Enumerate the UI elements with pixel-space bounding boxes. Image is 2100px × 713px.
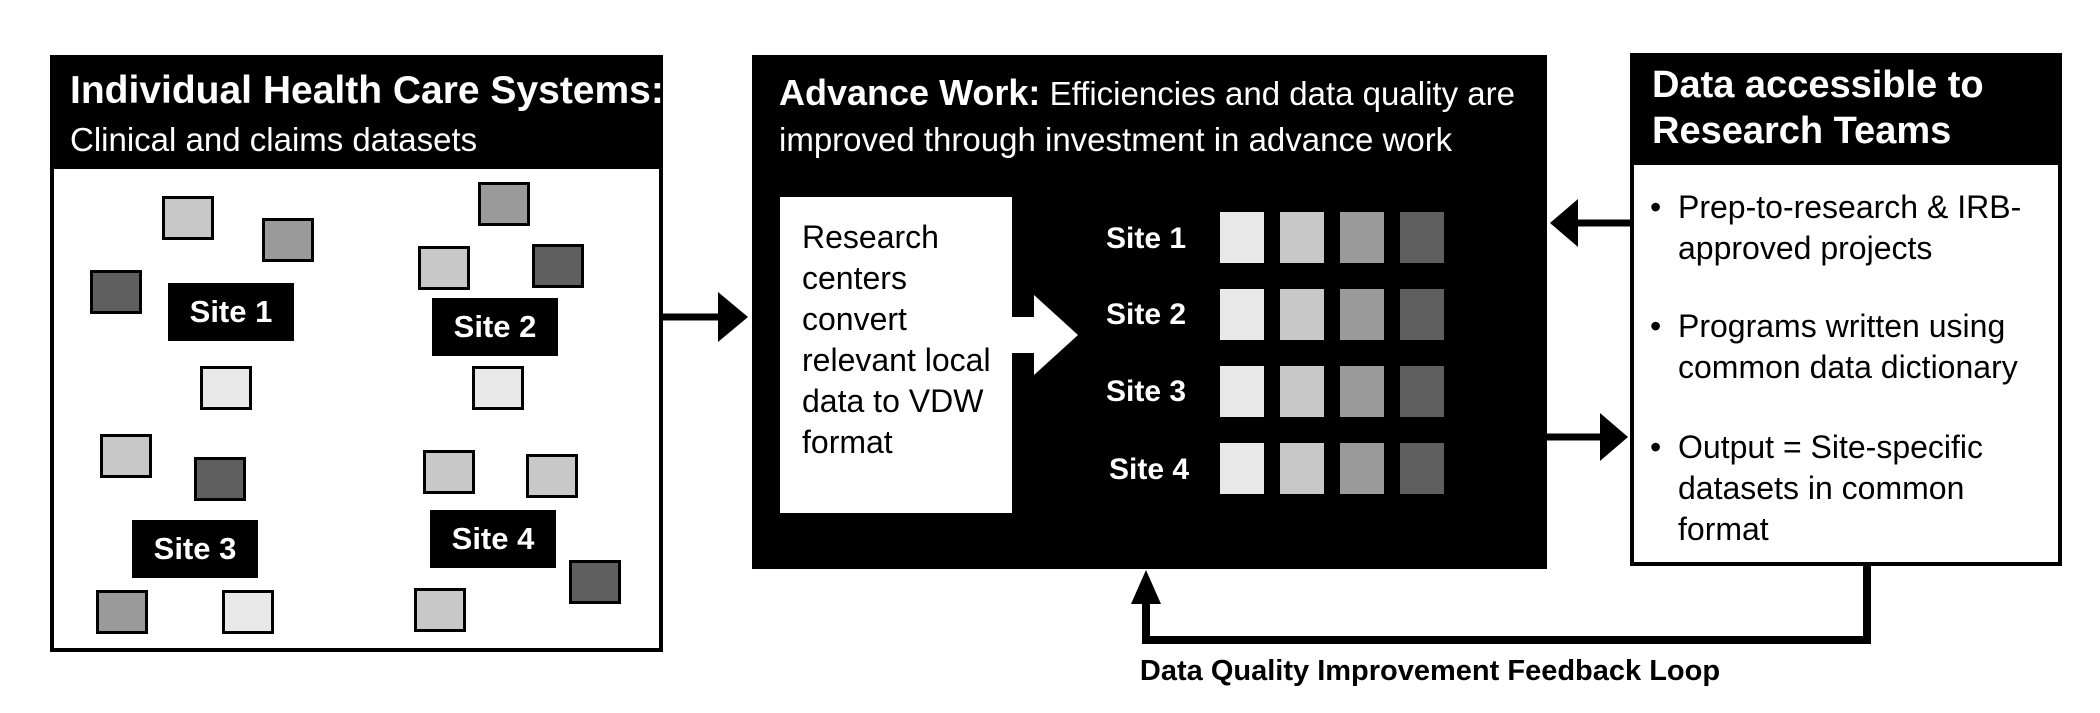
research-teams-title: Data accessible to Research Teams: [1652, 62, 1984, 154]
site-1-label: Site 1: [168, 283, 294, 341]
data-square: [532, 244, 584, 288]
standard-square: [1340, 443, 1384, 494]
research-centers-text: Research centers convert relevant local …: [802, 217, 991, 463]
bullet-line: Output = Site-specific: [1678, 429, 1984, 465]
standard-square: [1340, 366, 1384, 417]
data-square: [414, 588, 466, 632]
data-square: [96, 590, 148, 634]
research-centers-line: centers: [802, 260, 907, 296]
research-centers-box: Research centers convert relevant local …: [780, 197, 1012, 513]
advance-work-subtitle: Efficiencies and data quality are: [1049, 75, 1515, 112]
bullet-line: approved projects: [1678, 230, 1933, 266]
data-square: [100, 434, 152, 478]
data-square: [569, 560, 621, 604]
grid-site-4-label: Site 4: [1109, 453, 1190, 486]
data-square: [423, 450, 475, 494]
standard-square: [1220, 212, 1264, 263]
bullet-dot: •: [1650, 189, 1662, 225]
data-square: [222, 590, 274, 634]
data-square: [90, 270, 142, 314]
bullet-dot: •: [1650, 308, 1662, 344]
standard-square: [1220, 443, 1264, 494]
research-centers-line: data to VDW: [802, 383, 984, 419]
data-square: [526, 454, 578, 498]
data-square: [200, 366, 252, 410]
arrow-from-research-teams: [1550, 199, 1630, 247]
bullet-line: datasets in common: [1678, 470, 1965, 506]
site-3-label: Site 3: [132, 520, 258, 578]
grid-site-1-label: Site 1: [1106, 222, 1187, 255]
research-teams-header: Data accessible to Research Teams: [1630, 53, 2062, 165]
research-centers-line: Research: [802, 219, 939, 255]
standard-square: [1280, 212, 1324, 263]
feedback-loop-arrow: [1131, 566, 1871, 644]
bullet-line: format: [1678, 511, 1769, 547]
standard-square: [1280, 289, 1324, 340]
bullet-dot: •: [1650, 429, 1662, 465]
site-4-label: Site 4: [430, 510, 556, 568]
grid-site-2-label: Site 2: [1106, 298, 1187, 331]
standard-square: [1220, 366, 1264, 417]
data-square: [262, 218, 314, 262]
data-square: [162, 196, 214, 240]
health-systems-subtitle: Clinical and claims datasets: [70, 121, 478, 158]
advance-work-subtitle-line2: improved through investment in advance w…: [779, 121, 1453, 158]
arrow-to-research-teams: [1547, 413, 1628, 461]
grid-site-3-label: Site 3: [1106, 375, 1187, 408]
bullet-line: Prep-to-research & IRB-: [1678, 189, 2022, 225]
advance-work-heading: Advance Work: Efficiencies and data qual…: [779, 70, 1515, 163]
research-centers-line: convert: [802, 301, 907, 337]
research-teams-title-line: Research Teams: [1652, 110, 1952, 152]
standard-square: [1220, 289, 1264, 340]
feedback-loop-label: Data Quality Improvement Feedback Loop: [1139, 655, 1721, 687]
standard-square: [1400, 366, 1444, 417]
convert-arrow: [1012, 295, 1078, 375]
data-square: [194, 457, 246, 501]
standard-square: [1400, 289, 1444, 340]
research-centers-line: relevant local: [802, 342, 991, 378]
standard-square: [1340, 289, 1384, 340]
advance-work-title: Advance Work:: [779, 72, 1041, 113]
data-square: [418, 246, 470, 290]
site-2-label: Site 2: [432, 298, 558, 356]
bullet-line: Programs written using: [1678, 308, 2006, 344]
standard-square: [1400, 443, 1444, 494]
standard-square: [1400, 212, 1444, 263]
research-teams-title-line: Data accessible to: [1652, 64, 1984, 106]
health-systems-title: Individual Health Care Systems:: [70, 69, 664, 112]
health-systems-header: Individual Health Care Systems: Clinical…: [50, 55, 664, 169]
standard-square: [1280, 443, 1324, 494]
data-square: [472, 366, 524, 410]
standard-square: [1280, 366, 1324, 417]
standard-square: [1340, 212, 1384, 263]
bullet-line: common data dictionary: [1678, 349, 2018, 385]
research-centers-line: format: [802, 424, 893, 460]
arrow-to-advance-work: [663, 292, 748, 342]
data-square: [478, 182, 530, 226]
